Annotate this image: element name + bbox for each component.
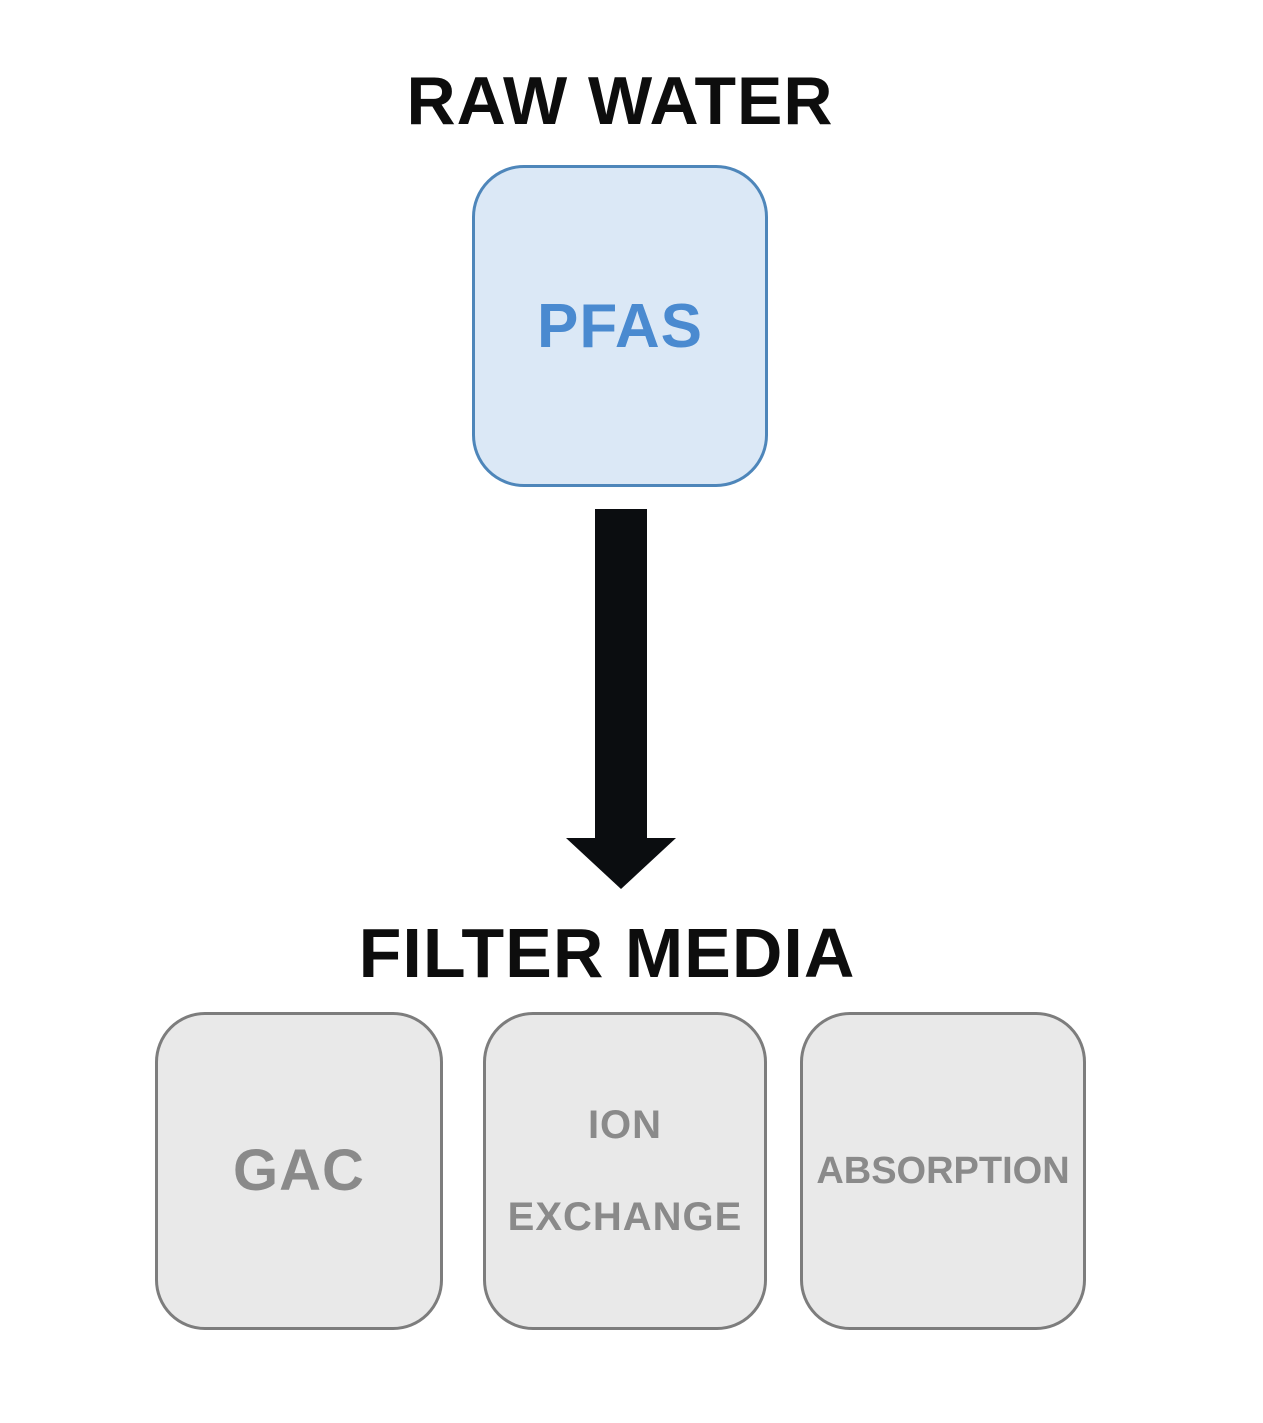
pfas-node: PFAS	[472, 165, 768, 487]
gac-node-label: GAC	[233, 1138, 365, 1203]
pfas-node-label: PFAS	[537, 291, 703, 361]
ion-exchange-node: ION EXCHANGE	[483, 1012, 767, 1330]
filter-media-title: FILTER MEDIA	[358, 914, 856, 992]
absorption-node: ABSORPTION	[800, 1012, 1086, 1330]
ion-exchange-node-label-line2: EXCHANGE	[507, 1195, 743, 1239]
absorption-node-label: ABSORPTION	[816, 1150, 1070, 1192]
down-arrow-icon	[566, 509, 676, 889]
gac-node: GAC	[155, 1012, 443, 1330]
ion-exchange-node-label-line1: ION	[587, 1103, 663, 1147]
raw-water-title: RAW WATER	[406, 63, 834, 139]
